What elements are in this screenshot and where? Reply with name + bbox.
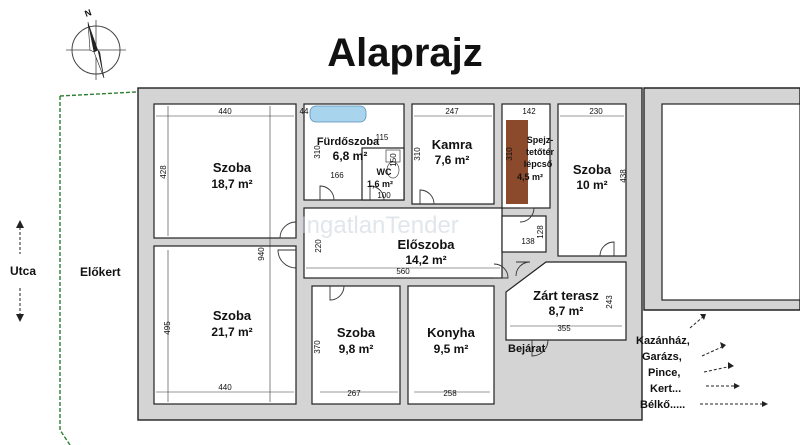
door-szoba-2 bbox=[599, 241, 615, 257]
dim-label: 438 bbox=[619, 169, 628, 183]
svg-text:N: N bbox=[83, 7, 93, 19]
dim-label: 440 bbox=[218, 383, 232, 392]
dim-label: 150 bbox=[389, 153, 398, 167]
dim-label: 166 bbox=[330, 171, 344, 180]
door-wc bbox=[369, 185, 385, 201]
dim-label: 440 bbox=[218, 107, 232, 116]
outbuilding-item: Garázs, bbox=[642, 351, 682, 363]
room-label: WC bbox=[377, 167, 392, 177]
room-label: tetőtér bbox=[526, 147, 554, 157]
arrow-icon bbox=[689, 315, 766, 405]
watermark: IngatlanTender bbox=[300, 212, 459, 239]
room-eloszoba bbox=[303, 207, 503, 279]
dim-label: 230 bbox=[589, 107, 603, 116]
dim-label: 220 bbox=[314, 239, 323, 253]
room-label: Spejz- bbox=[527, 135, 554, 145]
door-kamra bbox=[419, 189, 435, 205]
room-label: Szoba bbox=[573, 162, 612, 177]
room-szoba-2 bbox=[557, 103, 627, 257]
dim-label: 310 bbox=[413, 147, 422, 161]
annex-interior bbox=[661, 103, 800, 301]
room-area: 6,8 m² bbox=[333, 149, 368, 163]
room-szoba-4 bbox=[311, 285, 401, 405]
street-marker bbox=[16, 220, 24, 322]
room-label: Szoba bbox=[337, 325, 376, 340]
room-label: lépcső bbox=[524, 159, 553, 169]
garden-boundary bbox=[59, 91, 137, 97]
door-szoba-3 bbox=[277, 249, 297, 269]
compass-icon: N bbox=[66, 7, 126, 80]
door-konyha bbox=[493, 263, 509, 279]
dim-label: 428 bbox=[159, 165, 168, 179]
bathtub-icon bbox=[309, 105, 367, 123]
dim-label: 115 bbox=[376, 133, 389, 142]
toilet-bowl-icon bbox=[386, 161, 400, 179]
entrance-label: Bejárat bbox=[508, 343, 546, 355]
dim-label: 310 bbox=[505, 147, 514, 161]
dim-label: 44 bbox=[300, 107, 309, 116]
dim-label: 940 bbox=[257, 247, 266, 261]
door-szoba-4 bbox=[329, 285, 345, 301]
dim-label: 128 bbox=[536, 225, 545, 239]
room-label: Zárt terasz bbox=[533, 288, 599, 303]
dim-label: 243 bbox=[605, 295, 614, 309]
room-area: 10 m² bbox=[576, 178, 607, 192]
door-terasz bbox=[515, 261, 531, 277]
dim-label: 142 bbox=[522, 107, 536, 116]
door-furdo bbox=[319, 185, 335, 201]
room-area: 21,7 m² bbox=[211, 325, 252, 339]
front-garden-label: Előkert bbox=[80, 265, 121, 279]
room-zart-terasz bbox=[505, 261, 627, 341]
room-area: 4,5 m² bbox=[517, 172, 543, 182]
room-kamra bbox=[411, 103, 495, 205]
dim-label: 138 bbox=[521, 237, 535, 246]
dim-label: 370 bbox=[313, 340, 322, 354]
garden-boundary-side bbox=[59, 96, 71, 445]
room-area: 7,6 m² bbox=[435, 153, 470, 167]
dim-label: 258 bbox=[443, 389, 457, 398]
room-area: 9,5 m² bbox=[434, 342, 469, 356]
outbuilding-item: Kert... bbox=[650, 383, 681, 395]
dim-label: 100 bbox=[377, 191, 391, 200]
outbuilding-item: Pince, bbox=[648, 367, 680, 379]
door-spejz bbox=[519, 207, 535, 223]
dim-label: 310 bbox=[313, 145, 322, 159]
dim-label: 495 bbox=[163, 321, 172, 335]
room-label: Fürdőszoba bbox=[317, 136, 380, 148]
arrowhead-icon bbox=[700, 314, 768, 407]
dim-label: 355 bbox=[557, 324, 571, 333]
dim-label: 267 bbox=[347, 389, 361, 398]
room-area: 9,8 m² bbox=[339, 342, 374, 356]
room-label: Szoba bbox=[213, 308, 252, 323]
door-entrance bbox=[531, 339, 549, 357]
room-area: 18,7 m² bbox=[211, 177, 252, 191]
room-label: Kamra bbox=[432, 137, 473, 152]
street-label: Utca bbox=[10, 264, 36, 278]
door-szoba-1 bbox=[279, 221, 297, 239]
dim-label: 560 bbox=[396, 267, 410, 276]
room-szoba-3 bbox=[153, 245, 297, 405]
room-label: Konyha bbox=[427, 325, 475, 340]
room-area: 14,2 m² bbox=[405, 253, 446, 267]
room-area: 8,7 m² bbox=[549, 304, 584, 318]
room-area: 1,6 m² bbox=[367, 179, 393, 189]
plan-title: Alaprajz bbox=[327, 31, 483, 75]
outbuilding-item: Kazánház, bbox=[636, 335, 690, 347]
dim-label: 247 bbox=[445, 107, 459, 116]
hall-extension bbox=[501, 215, 547, 253]
room-szoba-1 bbox=[153, 103, 297, 239]
room-label: Előszoba bbox=[397, 237, 455, 252]
room-label: Szoba bbox=[213, 160, 252, 175]
staircase bbox=[506, 120, 528, 204]
outbuilding-item: Bélkő..... bbox=[640, 399, 685, 411]
room-konyha bbox=[407, 285, 495, 405]
